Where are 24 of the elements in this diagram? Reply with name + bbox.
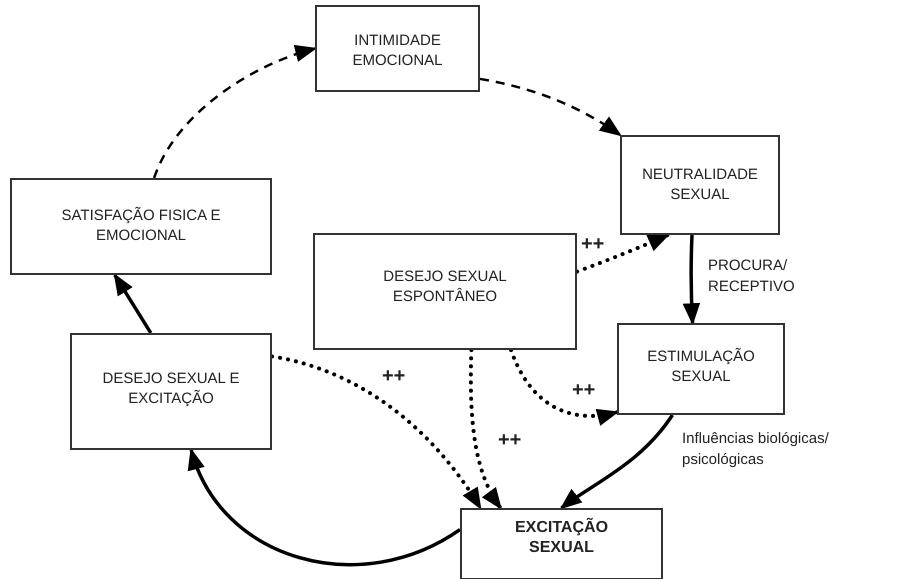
box-label: DESEJO SEXUAL ESPONTÂNEO — [382, 267, 508, 307]
arrow — [560, 414, 674, 510]
arrow — [468, 348, 503, 510]
box-label: SATISFAÇÃO FISICA E EMOCIONAL — [60, 206, 222, 246]
box-label: NEUTRALIDADE SEXUAL — [641, 165, 759, 205]
box-label: DESEJO SEXUAL E EXCITAÇÃO — [102, 369, 240, 409]
arrow — [190, 448, 461, 566]
box-label: ESTIMULAÇÃO SEXUAL — [646, 347, 756, 387]
process-box — [620, 135, 780, 235]
arrow — [575, 233, 670, 274]
process-box — [10, 178, 272, 275]
arrow — [270, 354, 482, 510]
box-label: EXCITAÇÃO SEXUAL — [514, 518, 610, 558]
process-box — [70, 333, 272, 450]
arrow — [152, 46, 318, 178]
box-label: INTIMIDADE EMOCIONAL — [351, 31, 444, 71]
process-box — [617, 323, 785, 415]
arrow — [682, 234, 700, 326]
arrow — [480, 78, 622, 136]
arrow — [113, 273, 152, 334]
arrow — [509, 348, 620, 426]
process-box — [460, 508, 663, 579]
process-box — [313, 233, 577, 350]
process-box — [315, 5, 480, 92]
